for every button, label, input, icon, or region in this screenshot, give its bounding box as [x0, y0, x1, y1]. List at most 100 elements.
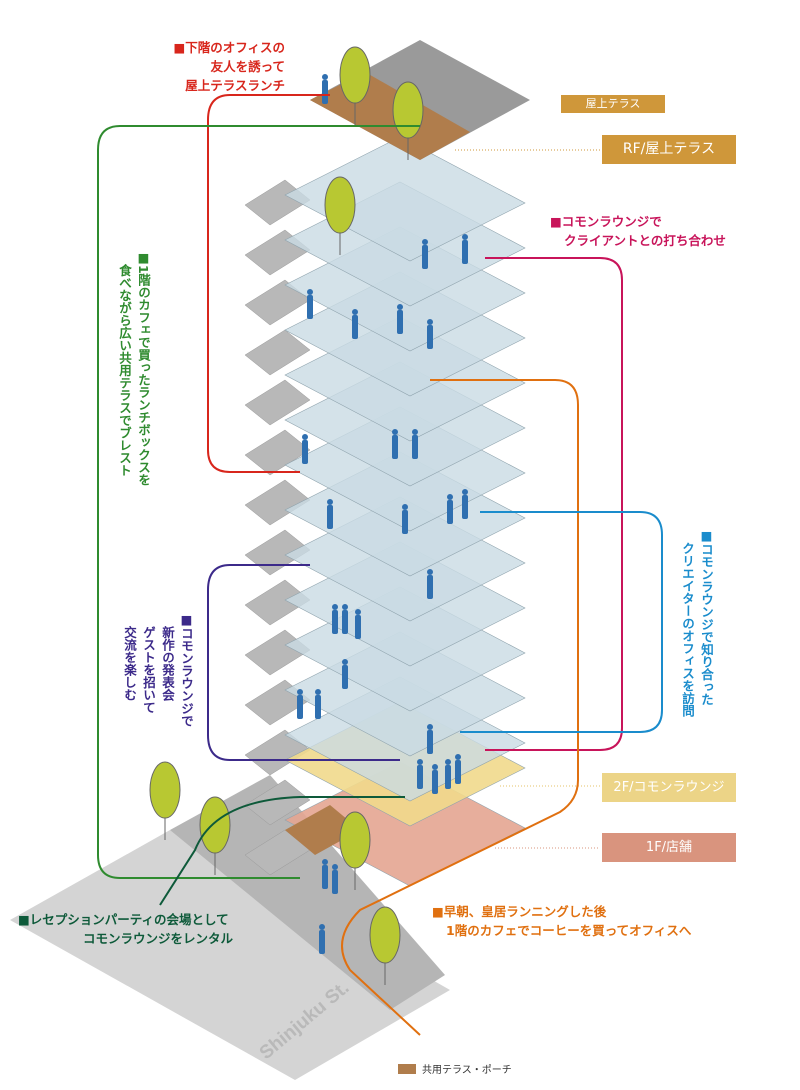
tree-icon — [339, 46, 371, 104]
legend-swatch — [398, 1063, 416, 1074]
person-icon — [319, 924, 325, 930]
person-icon — [427, 569, 433, 575]
label-line: クリエイターのオフィスを訪問 — [680, 542, 695, 717]
person-icon — [427, 575, 433, 599]
label-line: コモンラウンジをレンタル — [82, 931, 233, 946]
person-icon — [427, 730, 433, 754]
person-icon — [322, 74, 328, 80]
person-icon — [342, 610, 348, 634]
tag-rooftop-small: 屋上テラス — [561, 95, 665, 113]
route-cafe-brainstorm — [97, 125, 420, 879]
label-creator-visit: ■コモンラウンジで知り合った クリエイターのオフィスを訪問 — [678, 528, 716, 717]
person-icon — [352, 315, 358, 339]
person-icon — [447, 500, 453, 524]
person-icon — [445, 765, 451, 789]
label-roof-lunch: ■下階のオフィスの 友人を誘って 屋上テラスランチ — [170, 38, 285, 95]
floor-slab — [284, 136, 526, 262]
tree-icon — [392, 81, 424, 139]
person-icon — [355, 615, 361, 639]
label-line: 食べながら広い共用テラスでブレスト — [117, 264, 132, 477]
tag-2f: 2F/コモンラウンジ — [602, 773, 736, 802]
person-icon — [315, 695, 321, 719]
label-line: 屋上テラスランチ — [185, 78, 285, 93]
person-icon — [307, 289, 313, 295]
tree-icon — [199, 796, 231, 854]
person-icon — [332, 870, 338, 894]
route-creator-visit — [460, 511, 663, 733]
label-reception: ■レセプションパーティの会場として コモンラウンジをレンタル — [18, 910, 233, 948]
route-roof-lunch — [207, 94, 330, 473]
person-icon — [392, 429, 398, 435]
person-icon — [315, 689, 321, 695]
person-icon — [432, 770, 438, 794]
person-icon — [302, 440, 308, 464]
person-icon — [447, 494, 453, 500]
person-icon — [462, 489, 468, 495]
person-icon — [417, 759, 423, 765]
label-line: クライアントとの打ち合わせ — [564, 233, 726, 248]
person-icon — [352, 309, 358, 315]
label-morning-run: ■早朝、皇居ランニングした後 1階のカフェでコーヒーを買ってオフィスへ — [432, 902, 691, 940]
person-icon — [462, 240, 468, 264]
person-icon — [445, 759, 451, 765]
label-line: 交流を楽しむ — [122, 626, 137, 701]
person-icon — [397, 304, 403, 310]
person-icon — [342, 665, 348, 689]
person-icon — [455, 754, 461, 760]
route-new-product — [207, 564, 400, 761]
person-icon — [455, 760, 461, 784]
stair-flight — [244, 379, 311, 426]
person-icon — [332, 864, 338, 870]
person-icon — [462, 234, 468, 240]
person-icon — [417, 765, 423, 789]
stair-flight — [244, 329, 311, 376]
person-icon — [412, 435, 418, 459]
street-sidewalk — [10, 830, 450, 1080]
route-reception — [159, 796, 405, 906]
person-icon — [302, 434, 308, 440]
label-line: 友人を誘って — [210, 59, 285, 74]
route-client-meeting — [485, 257, 623, 751]
person-icon — [355, 609, 361, 615]
label-line: ゲストを招いて — [141, 626, 156, 714]
person-icon — [412, 429, 418, 435]
person-icon — [427, 724, 433, 730]
person-icon — [427, 325, 433, 349]
person-icon — [332, 604, 338, 610]
label-line: 1階のカフェでコーヒーを買ってオフィスへ — [446, 923, 692, 938]
label-line: ■早朝、皇居ランニングした後 — [432, 904, 607, 919]
person-icon — [327, 499, 333, 505]
person-icon — [397, 310, 403, 334]
label-line: ■コモンラウンジで知り合った — [699, 528, 714, 706]
label-client-meeting: ■コモンラウンジで クライアントとの打ち合わせ — [550, 212, 726, 250]
person-icon — [297, 695, 303, 719]
person-icon — [402, 504, 408, 510]
route-morning-run — [341, 379, 579, 1036]
label-line: ■下階のオフィスの — [173, 40, 285, 55]
label-line: ■1階のカフェで買ったランチボックスを — [136, 250, 151, 487]
label-new-product: ■コモンラウンジで 新作の発表会 ゲストを招いて 交流を楽しむ — [120, 612, 196, 727]
label-line: ■コモンラウンジで — [550, 214, 662, 229]
tag-rf: RF/屋上テラス — [602, 135, 736, 164]
person-icon — [327, 505, 333, 529]
person-icon — [432, 764, 438, 770]
label-line: ■レセプションパーティの会場として — [18, 912, 229, 927]
person-icon — [307, 295, 313, 319]
person-icon — [322, 80, 328, 104]
person-icon — [319, 930, 325, 954]
stair-flight — [244, 779, 311, 826]
person-icon — [422, 239, 428, 245]
person-icon — [322, 859, 328, 865]
label-line: ■コモンラウンジで — [179, 612, 194, 727]
tree-icon — [149, 761, 181, 819]
person-icon — [342, 604, 348, 610]
label-cafe-brainstorm: ■1階のカフェで買ったランチボックスを 食べながら広い共用テラスでブレスト — [115, 250, 153, 486]
person-icon — [342, 659, 348, 665]
person-icon — [422, 245, 428, 269]
label-line: 新作の発表会 — [160, 626, 175, 701]
person-icon — [402, 510, 408, 534]
person-icon — [322, 865, 328, 889]
terrace-1f — [285, 805, 360, 855]
